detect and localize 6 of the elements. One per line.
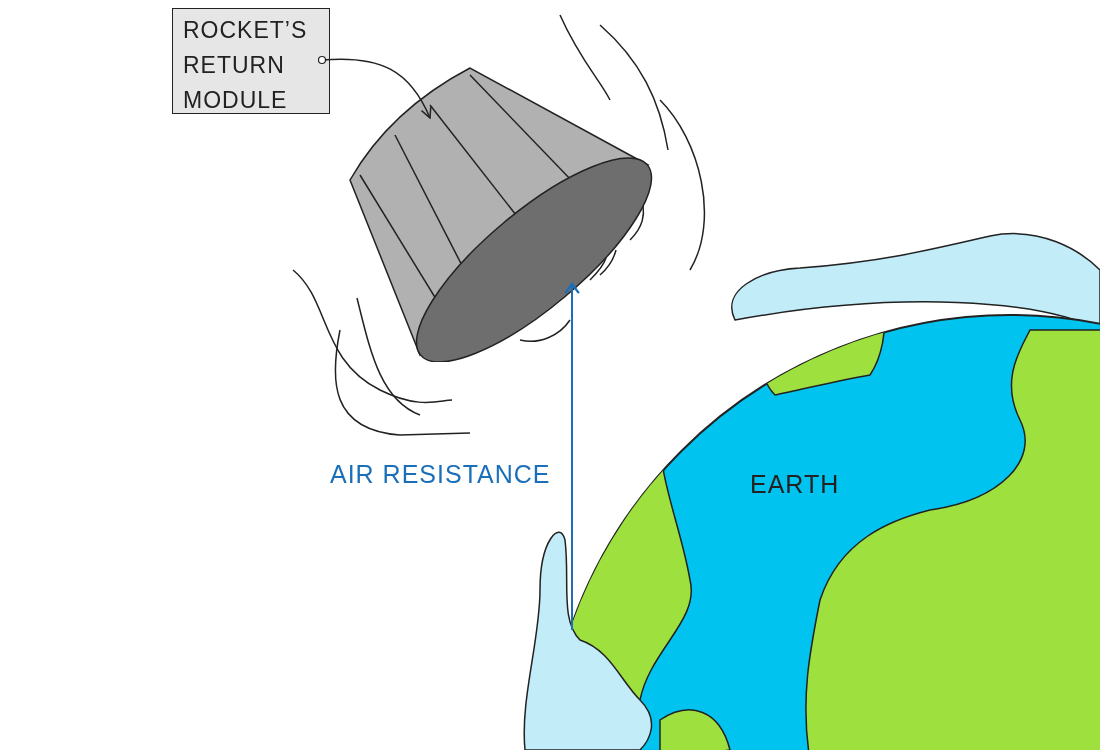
return-module-drawing xyxy=(349,67,653,362)
earth-label: EARTH xyxy=(750,470,840,499)
label-tag xyxy=(172,8,330,114)
leader-line xyxy=(317,55,432,119)
tag-text: ROCKET’S RETURN MODULE xyxy=(183,16,309,115)
force-label: AIR RESISTANCE xyxy=(330,460,551,489)
